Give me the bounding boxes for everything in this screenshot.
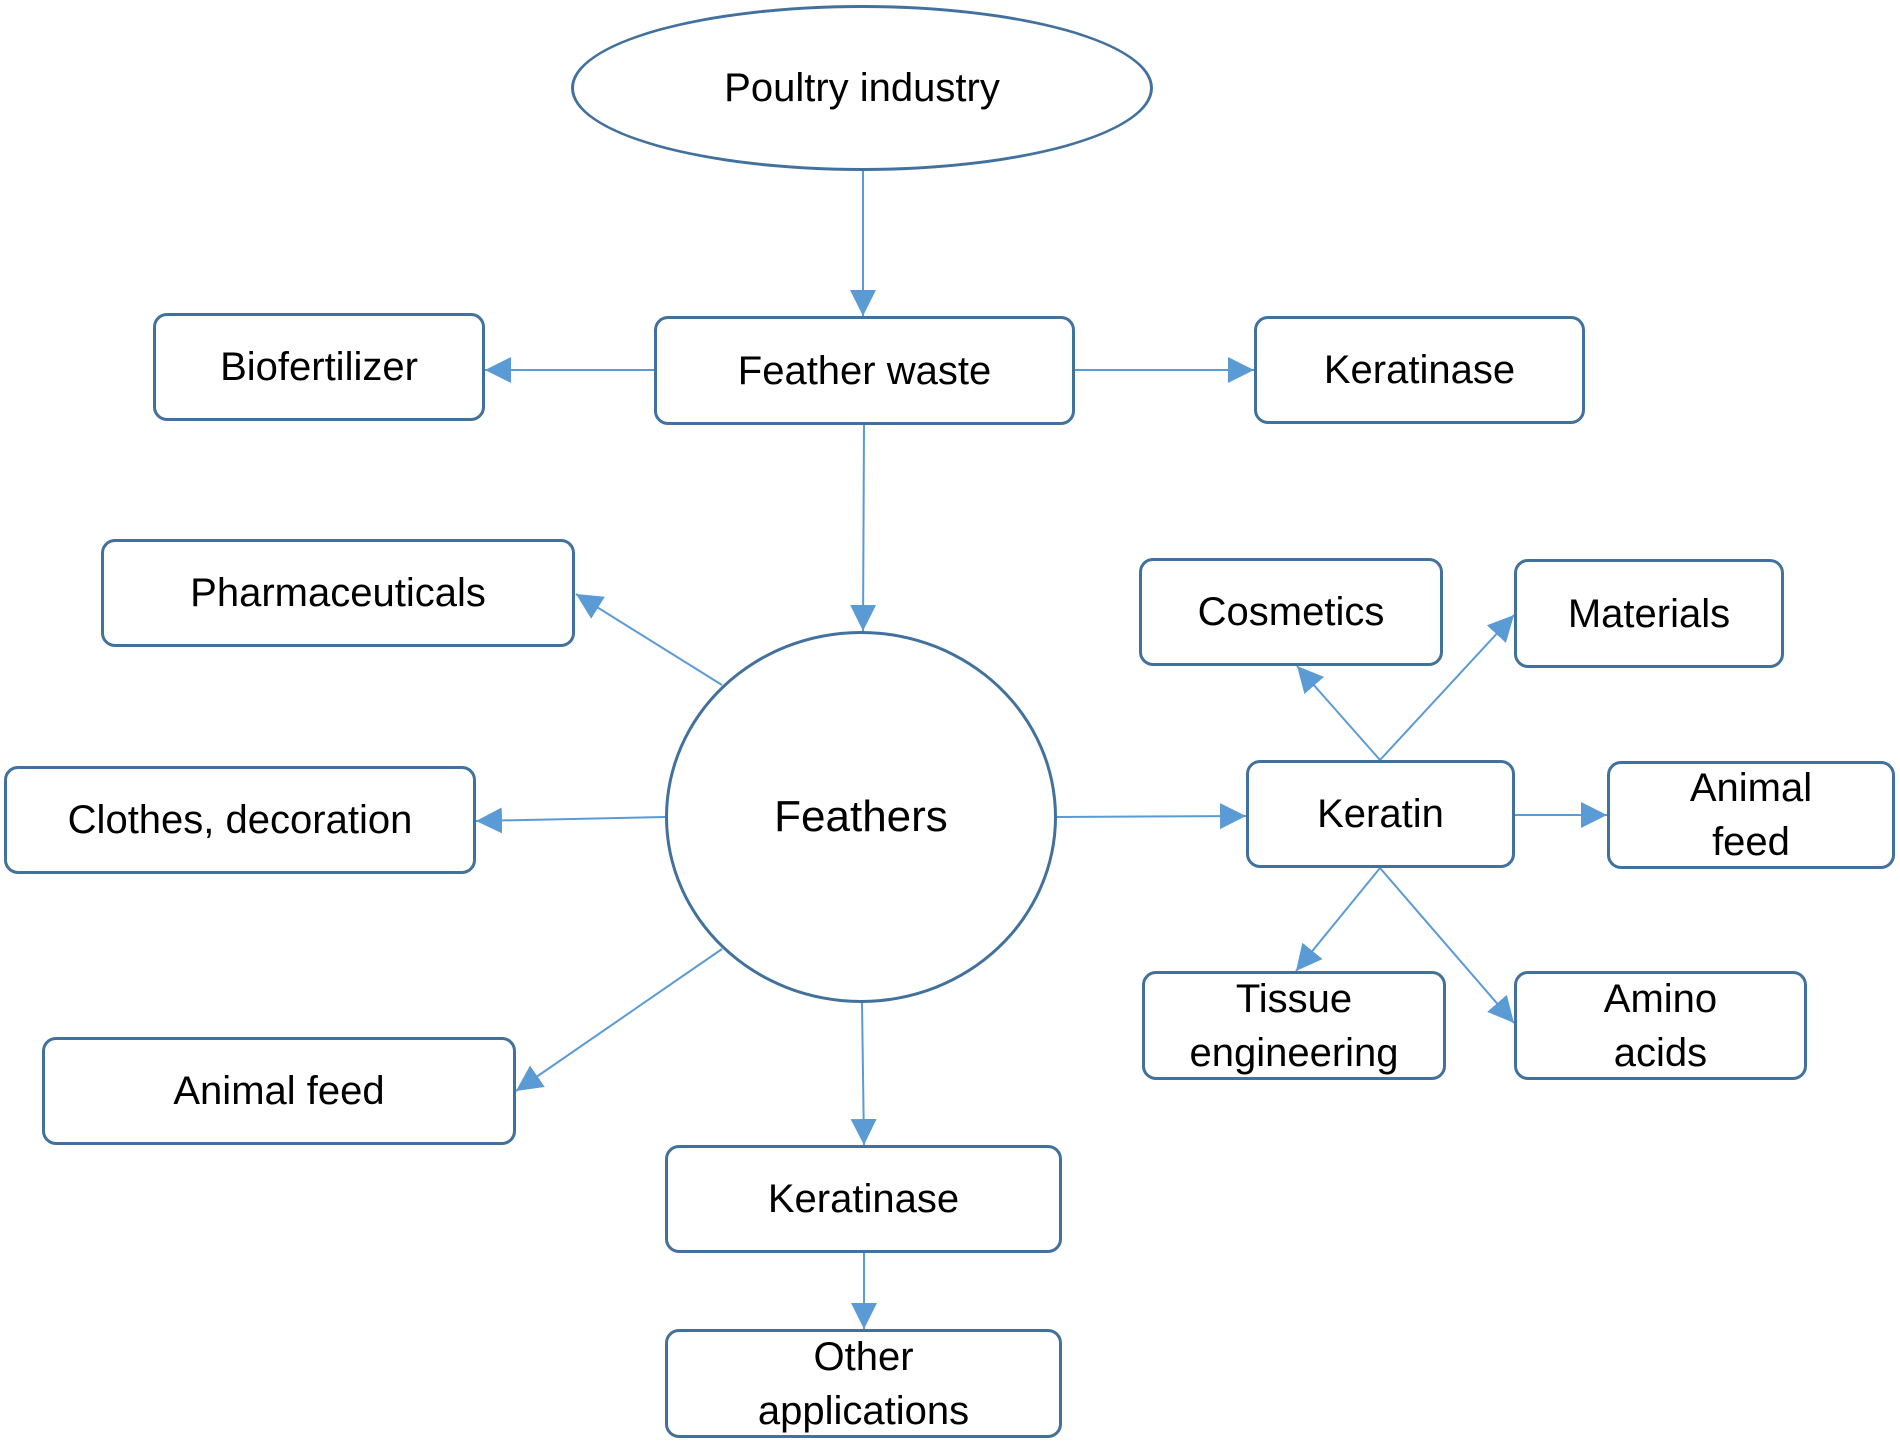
node-animal-feed-left: Animal feed [42,1037,516,1145]
node-poultry-industry: Poultry industry [571,5,1153,171]
node-label: Materials [1567,591,1731,636]
edge-waste-to-feathers [850,424,877,632]
edge-feathers-to-keratinase-bottom [850,1002,877,1146]
node-amino-acids: Amino acids [1514,971,1807,1080]
edge-feathers-to-clothes [475,807,666,834]
edge-feathers-to-animal-feed-left [515,948,723,1092]
node-pharmaceuticals: Pharmaceuticals [101,539,575,647]
node-label: Poultry industry [724,66,1000,110]
edge-feathers-to-keratin [1056,803,1247,830]
node-label: Feather waste [737,348,992,393]
node-keratinase-bottom: Keratinase [665,1145,1062,1253]
node-label: Animal feed [173,1069,385,1113]
node-label: Clothes, decoration [67,798,413,842]
node-label: Other applications [757,1334,970,1433]
node-label: Animal feed [1689,766,1813,864]
node-label: Cosmetics [1197,590,1385,634]
node-clothes-decoration: Clothes, decoration [4,766,476,874]
node-feathers: Feathers [665,631,1057,1003]
node-feather-waste: Feather waste [654,316,1075,425]
edge-keratin-to-cosmetics [1296,665,1381,761]
node-label: Keratinase [767,1177,960,1221]
node-keratin: Keratin [1246,760,1515,868]
node-other-applications: Other applications [665,1329,1062,1438]
edge-feathers-to-pharmaceuticals [575,593,723,686]
edge-keratin-to-materials [1379,614,1515,761]
node-label: Keratinase [1323,348,1516,392]
edge-keratin-to-tissue [1295,867,1381,972]
edge-keratin-to-amino [1379,867,1515,1024]
node-label: Biofertilizer [220,345,418,389]
node-label: Amino acids [1603,976,1718,1075]
node-biofertilizer: Biofertilizer [153,313,485,421]
node-keratinase-top: Keratinase [1254,316,1585,424]
node-animal-feed-right: Animal feed [1607,761,1895,869]
node-label: Keratin [1317,792,1444,836]
node-label: Tissue engineering [1189,976,1399,1075]
node-tissue-engineering: Tissue engineering [1142,971,1446,1080]
node-cosmetics: Cosmetics [1139,558,1443,666]
node-label: Pharmaceuticals [190,571,486,615]
node-label: Feathers [774,792,948,841]
node-materials: Materials [1514,559,1784,668]
